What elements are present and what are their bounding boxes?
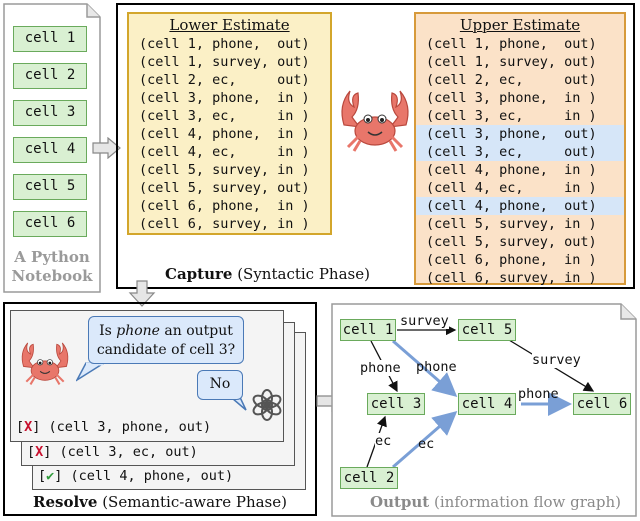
output-graph-edges xyxy=(366,324,595,469)
question-text-pre: Is xyxy=(99,323,117,339)
graph-node-cell-4: cell 4 xyxy=(458,393,516,415)
upper-estimate-tuple: (cell 1, survey, out) xyxy=(426,54,597,70)
graph-node-cell-6: cell 6 xyxy=(573,393,631,415)
resolve-label: Resolve (Semantic-aware Phase) xyxy=(33,493,287,511)
edge-label-phone-1: phone xyxy=(360,360,401,376)
upper-estimate-tuple-highlighted: (cell 4, phone, out) xyxy=(416,197,624,215)
edge-label-survey-1: survey xyxy=(400,313,449,329)
crab-icon xyxy=(341,90,409,152)
capture-label-bold: Capture xyxy=(165,265,233,283)
output-label-rest: (information flow graph) xyxy=(429,493,621,511)
graph-node-cell-3: cell 3 xyxy=(367,393,425,415)
edge-label-survey-2: survey xyxy=(532,352,581,368)
upper-estimate-tuple-highlighted: (cell 3, ec, out) xyxy=(416,143,624,161)
answer-bubble: No xyxy=(197,370,243,400)
resolve-row-3: [✔] (cell 4, phone, out) xyxy=(38,468,234,484)
upper-estimate-title: Upper Estimate xyxy=(459,16,581,34)
resolve-row-2: [X] (cell 3, ec, out) xyxy=(27,444,198,460)
question-text-post: an output xyxy=(159,323,233,339)
lower-estimate-tuple: (cell 4, phone, in ) xyxy=(139,126,310,142)
lower-estimate-tuple: (cell 5, survey, out) xyxy=(139,180,310,196)
question-text-emphasis: phone xyxy=(116,323,160,339)
upper-estimate-tuple: (cell 3, ec, in ) xyxy=(426,108,597,124)
reject-mark-icon: X xyxy=(35,444,44,460)
lower-estimate-title: Lower Estimate xyxy=(169,16,290,34)
edge-cell2-cell4 xyxy=(392,411,458,469)
capture-label-rest: (Syntactic Phase) xyxy=(232,265,370,283)
upper-estimate-tuple: (cell 6, phone, in ) xyxy=(426,252,597,268)
question-text-line-2: candidate of cell 3? xyxy=(96,342,236,358)
edge-cell1-cell4 xyxy=(392,339,458,397)
arrow-to-resolve-icon xyxy=(128,280,156,307)
graph-node-cell-5: cell 5 xyxy=(458,319,516,341)
question-bubble: Is phone an output candidate of cell 3? xyxy=(88,316,244,364)
question-bubble-tail xyxy=(76,362,106,382)
resolve-row-3-text: (cell 4, phone, out) xyxy=(70,468,234,484)
lower-estimate-tuple: (cell 3, ec, in ) xyxy=(139,108,310,124)
capture-label: Capture (Syntactic Phase) xyxy=(165,265,370,283)
reject-mark-icon: X xyxy=(24,419,33,435)
resolve-label-bold: Resolve xyxy=(33,493,98,511)
upper-estimate-tuple: (cell 2, ec, out) xyxy=(426,72,597,88)
notebook-cell-1: cell 1 xyxy=(13,26,87,52)
upper-estimate-tuple: (cell 4, phone, in ) xyxy=(426,162,597,178)
edge-label-phone-2: phone xyxy=(416,359,457,375)
graph-node-cell-2: cell 2 xyxy=(340,467,398,489)
upper-estimate-tuple: (cell 5, survey, out) xyxy=(426,234,597,250)
notebook-cell-5: cell 5 xyxy=(13,174,87,200)
lower-estimate-tuple: (cell 2, ec, out) xyxy=(139,72,310,88)
accept-check-icon: ✔ xyxy=(46,468,55,484)
resolve-row-2-text: (cell 3, ec, out) xyxy=(59,444,198,460)
notebook-title: A Python Notebook xyxy=(6,248,98,286)
capture-frame xyxy=(116,3,635,289)
upper-estimate-tuple: (cell 5, survey, in ) xyxy=(426,216,597,232)
upper-estimate-tuple: (cell 3, phone, in ) xyxy=(426,90,597,106)
lower-estimate-tuple: (cell 1, survey, out) xyxy=(139,54,310,70)
notebook-title-line-2: Notebook xyxy=(11,267,93,285)
output-label-bold: Output xyxy=(370,493,430,511)
upper-estimate-tuple: (cell 4, ec, in ) xyxy=(426,180,597,196)
lower-estimate-tuple: (cell 5, survey, in ) xyxy=(139,162,310,178)
lower-estimate-tuple: (cell 6, survey, in ) xyxy=(139,216,310,232)
notebook-cell-3: cell 3 xyxy=(13,100,87,126)
notebook-title-line-1: A Python xyxy=(14,248,90,266)
edge-label-ec-1: ec xyxy=(375,433,392,449)
llm-logo-icon xyxy=(252,389,282,421)
graph-node-cell-1: cell 1 xyxy=(340,319,396,341)
notebook-cell-2: cell 2 xyxy=(13,63,87,89)
upper-estimate-tuple: (cell 6, survey, in ) xyxy=(426,270,597,286)
resolve-row-1: [X] (cell 3, phone, out) xyxy=(16,419,212,435)
edge-label-ec-2: ec xyxy=(418,436,435,452)
lower-estimate-tuple: (cell 1, phone, out) xyxy=(139,36,310,52)
notebook-cell-4: cell 4 xyxy=(13,137,87,163)
arrow-to-capture-icon xyxy=(92,137,121,159)
notebook-cell-6: cell 6 xyxy=(13,211,87,237)
upper-estimate-box: Upper Estimate (cell 1, phone, out) (cell… xyxy=(414,12,626,286)
upper-estimate-tuple: (cell 1, phone, out) xyxy=(426,36,597,52)
lower-estimate-tuple: (cell 4, ec, in ) xyxy=(139,144,310,160)
edge-label-phone-3: phone xyxy=(518,386,559,402)
lower-estimate-tuple: (cell 6, phone, in ) xyxy=(139,198,310,214)
resolve-frame xyxy=(3,302,317,516)
crab-agent-icon xyxy=(21,342,69,385)
resolve-row-1-text: (cell 3, phone, out) xyxy=(48,419,212,435)
output-label: Output (information flow graph) xyxy=(370,493,621,511)
upper-estimate-tuple-highlighted: (cell 3, phone, out) xyxy=(416,125,624,143)
lower-estimate-box: Lower Estimate (cell 1, phone, out) (cell… xyxy=(127,12,332,235)
lower-estimate-tuple: (cell 3, phone, in ) xyxy=(139,90,310,106)
resolve-label-rest: (Semantic-aware Phase) xyxy=(97,493,287,511)
